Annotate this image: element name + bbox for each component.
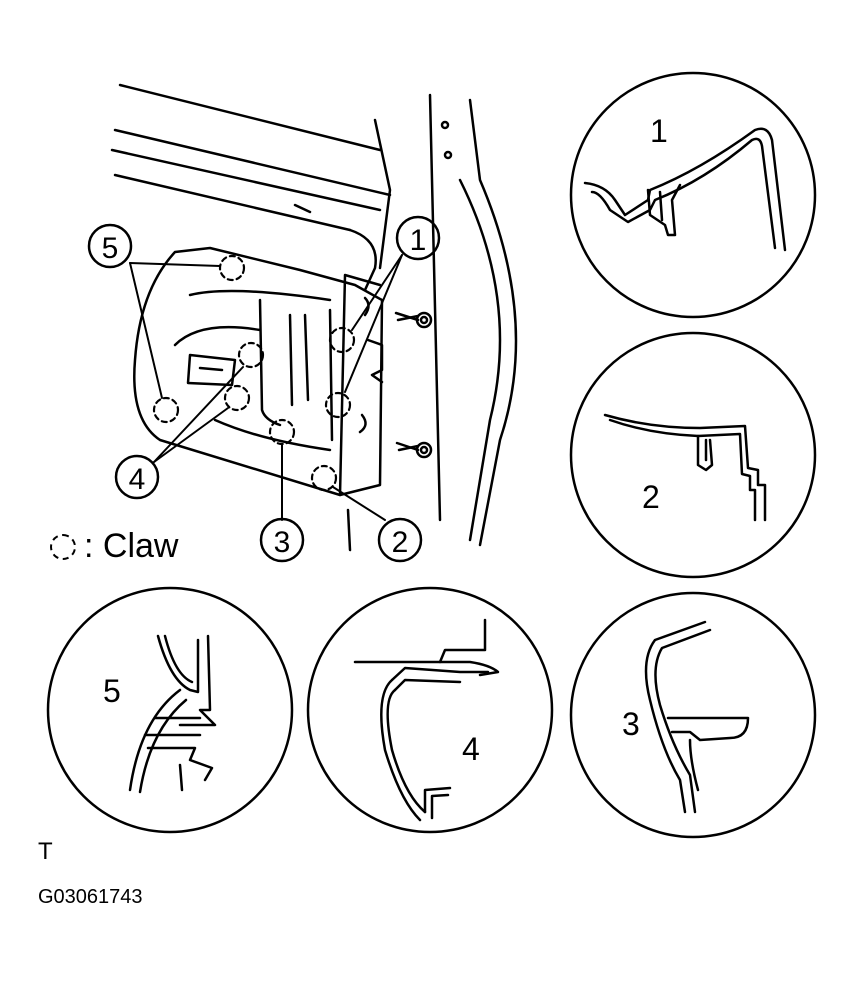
callout-3-label: 3 <box>274 526 291 559</box>
claw-2 <box>310 464 338 492</box>
screw-lower <box>395 441 433 459</box>
callout-1-label: 1 <box>410 224 427 257</box>
claw-4-upper <box>237 341 265 369</box>
callout-2: 2 <box>377 517 423 563</box>
detail-3-label: 3 <box>622 706 640 742</box>
claw-legend: : Claw <box>50 527 178 566</box>
callout-5-label: 5 <box>102 232 119 265</box>
screw-upper <box>394 311 433 329</box>
leader-lines <box>129 254 403 521</box>
detail-view-2: 2 <box>569 331 817 579</box>
trim-panel <box>133 246 384 552</box>
detail-2-label: 2 <box>642 479 660 515</box>
legend-text: : Claw <box>84 527 179 565</box>
claw-5-upper <box>218 254 246 282</box>
callout-4: 4 <box>114 454 160 500</box>
callout-3: 3 <box>259 517 305 563</box>
claw-4-lower <box>223 384 251 412</box>
detail-5-label: 5 <box>103 673 121 709</box>
corner-mark: T <box>38 838 53 865</box>
detail-view-4: 4 <box>306 586 554 834</box>
detail-view-3: 3 <box>569 591 817 839</box>
callout-2-label: 2 <box>392 526 409 559</box>
claw-1-upper <box>328 326 356 354</box>
claw-1-lower <box>324 391 352 419</box>
detail-view-1: 1 <box>569 71 817 319</box>
detail-1-label: 1 <box>650 113 668 149</box>
claw-symbol-icon <box>50 533 76 560</box>
claw-5-lower <box>152 396 180 424</box>
detail-4-label: 4 <box>462 731 480 767</box>
callout-5: 5 <box>87 223 133 269</box>
callout-4-label: 4 <box>129 463 146 496</box>
body-panel-lines <box>110 83 518 547</box>
detail-view-5: 5 <box>46 586 294 834</box>
claw-markers <box>152 254 356 492</box>
callout-1: 1 <box>395 215 441 261</box>
figure-code: G03061743 <box>38 886 143 908</box>
